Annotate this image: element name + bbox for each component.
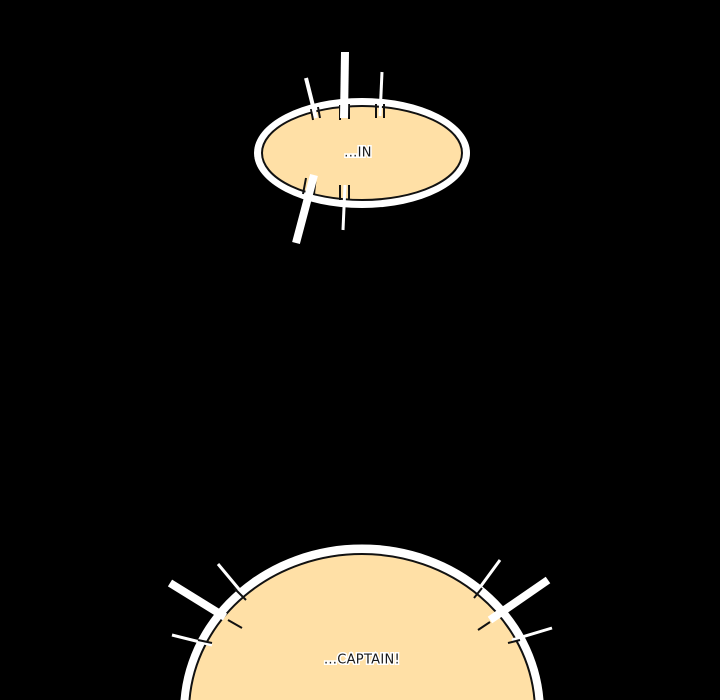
bubble-text-in: ...IN: [344, 146, 371, 161]
speech-bubble-bottom: ...CAPTAIN!: [167, 544, 553, 700]
emphasis-lines-top: [292, 51, 384, 245]
speech-bubble-top: ...IN: [254, 51, 470, 245]
bubble-text-captain: ...CAPTAIN!: [324, 653, 400, 668]
emphasis-lines-bottom: [167, 576, 551, 624]
